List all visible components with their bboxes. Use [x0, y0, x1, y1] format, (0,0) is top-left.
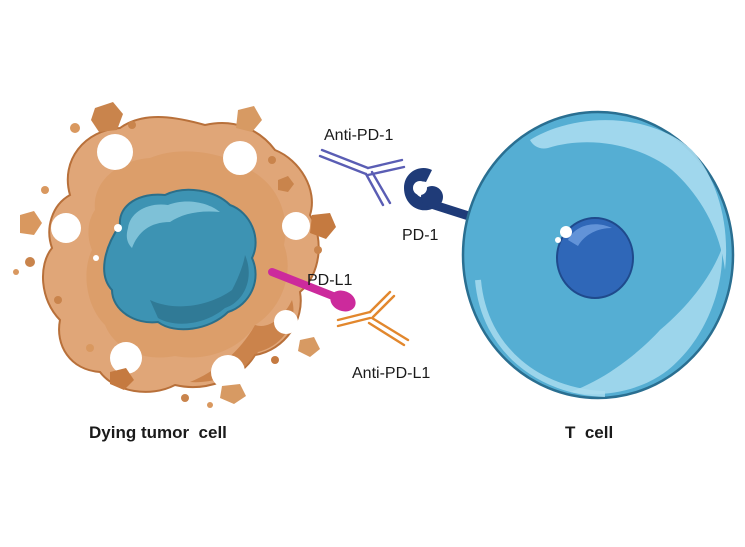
bleb [51, 213, 81, 243]
bleb [97, 134, 133, 170]
fragment [181, 394, 189, 402]
fragment [278, 176, 294, 192]
bleb [211, 355, 245, 389]
label-anti-pdl1: Anti-PD-L1 [352, 365, 430, 382]
label-pd1: PD-1 [402, 227, 439, 244]
fragment [271, 356, 279, 364]
fragment [41, 186, 49, 194]
t-cell-nucleolus [560, 226, 572, 238]
tumor-nucleus-highlight [126, 201, 220, 248]
t-cell-highlight [530, 120, 727, 270]
fragment [207, 402, 213, 408]
t-cell-lower-highlight [570, 248, 723, 395]
fragment [25, 257, 35, 267]
anti-pdl1-antibody [336, 290, 410, 347]
pdl1-receptor [268, 268, 356, 312]
fragment [220, 384, 246, 404]
fragment [298, 337, 320, 357]
tumor-nucleolus [114, 224, 122, 232]
bleb [110, 342, 142, 374]
label-anti-pd1: Anti-PD-1 [324, 127, 393, 144]
fragment [13, 269, 19, 275]
label-t-cell: T cell [565, 423, 613, 442]
fragment [91, 102, 123, 132]
fragment [268, 156, 276, 164]
fragment [70, 123, 80, 133]
label-dying-tumor-cell: Dying tumor cell [89, 423, 227, 442]
bleb [282, 212, 310, 240]
t-cell-nucleus-highlight [568, 224, 612, 246]
fragment [128, 121, 136, 129]
fragment [310, 213, 336, 239]
anti-pd1-antibody [318, 148, 406, 207]
fragment [236, 106, 262, 132]
t-cell [461, 110, 735, 400]
bleb [223, 141, 257, 175]
tumor-nucleolus [93, 255, 99, 261]
t-cell-nucleolus [555, 237, 561, 243]
t-cell-inner-arc [475, 279, 606, 397]
dying-tumor-cell [13, 102, 336, 408]
fragment [110, 368, 134, 390]
bleb [274, 310, 298, 334]
fragment [54, 296, 62, 304]
fragment [86, 344, 94, 352]
fragment [20, 211, 42, 235]
tumor-nucleus-shadow [150, 255, 249, 324]
fragment [314, 246, 322, 254]
label-pdl1: PD-L1 [307, 272, 352, 289]
